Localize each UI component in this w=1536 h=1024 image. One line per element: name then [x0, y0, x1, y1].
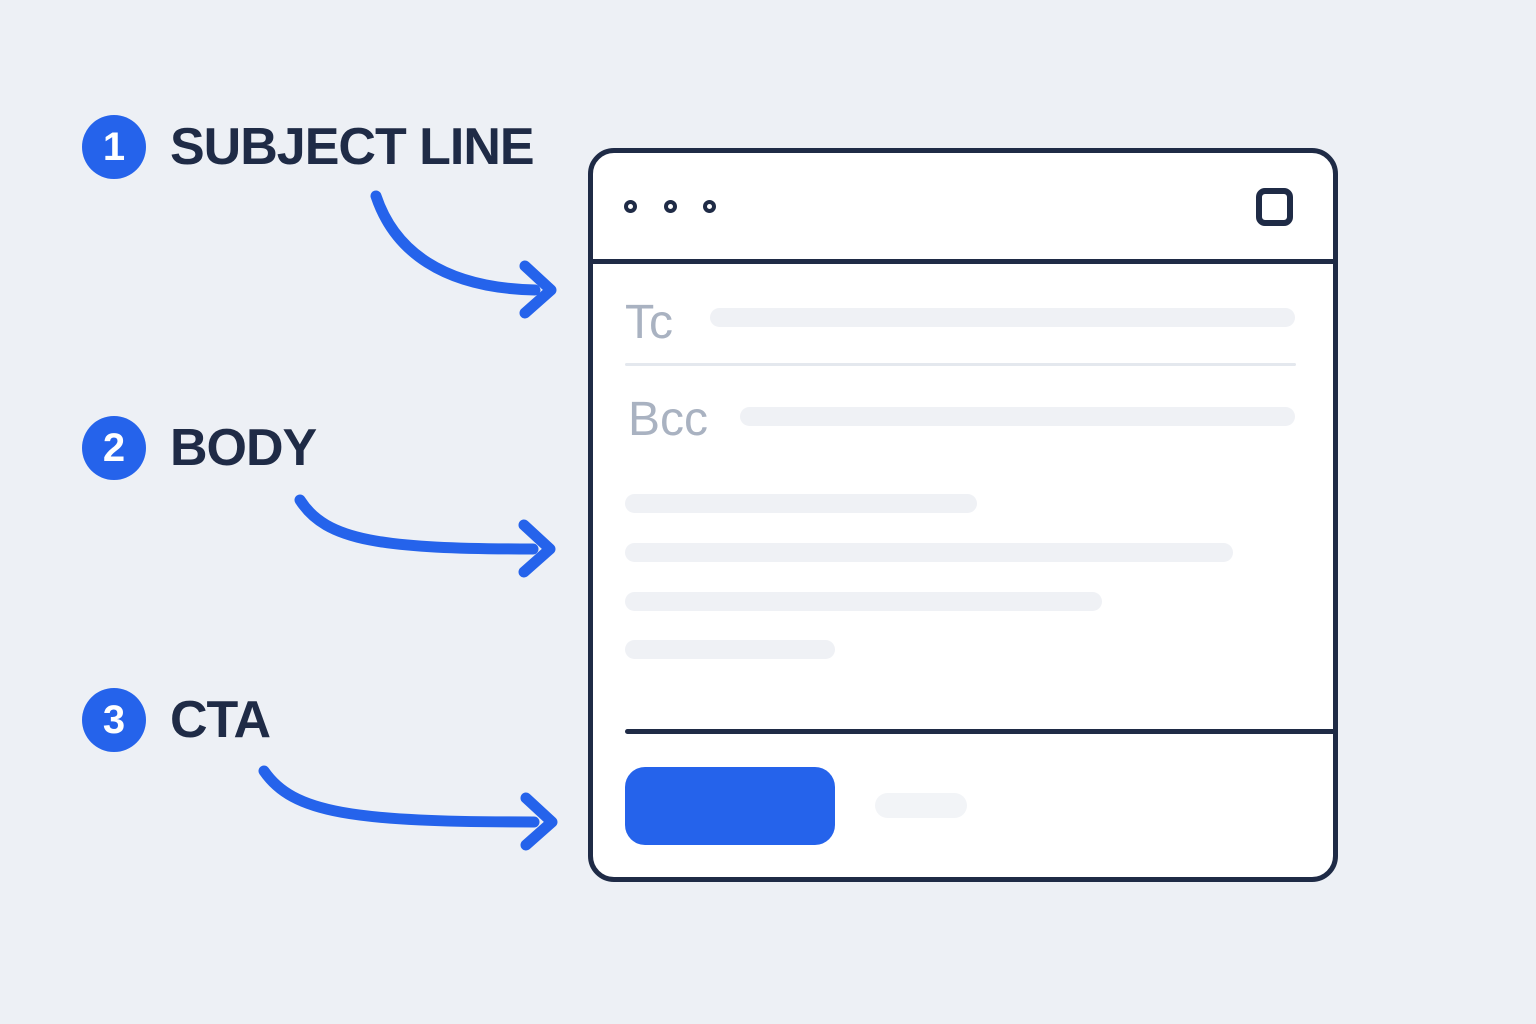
subject-line-label: SUBJECT LINE: [170, 118, 535, 176]
field-divider: [625, 363, 1296, 366]
subject-line-arrow-icon: [370, 190, 557, 319]
step-2-badge: 2: [82, 416, 146, 480]
body-label: BODY: [170, 419, 317, 477]
window-dot-icon: [624, 200, 637, 213]
step-3-number: 3: [102, 698, 126, 742]
maximize-square-icon: [1256, 188, 1293, 226]
body-line-placeholder: [625, 592, 1102, 611]
window-titlebar: [593, 153, 1333, 264]
step-3-badge: 3: [82, 688, 146, 752]
secondary-placeholder: [875, 793, 967, 818]
window-dot-icon: [703, 200, 716, 213]
cta-label: CTA: [170, 691, 271, 749]
body-line-placeholder: [625, 494, 977, 513]
step-1-number: 1: [102, 125, 126, 169]
body-line-placeholder: [625, 640, 835, 659]
step-2-number: 2: [102, 426, 126, 470]
bcc-field-label: Bcc: [628, 393, 709, 446]
email-compose-window: Tc Bcc: [588, 148, 1338, 882]
footer-divider: [625, 729, 1333, 734]
body-line-placeholder: [625, 543, 1233, 562]
annotation-body: 2 BODY: [82, 416, 317, 480]
body-arrow-icon: [294, 494, 556, 578]
window-dot-icon: [664, 200, 677, 213]
annotation-cta: 3 CTA: [82, 688, 271, 752]
to-field-placeholder: [710, 308, 1295, 327]
cta-arrow-icon: [258, 765, 558, 851]
to-field-label: Tc: [625, 296, 673, 349]
step-1-badge: 1: [82, 115, 146, 179]
bcc-field-placeholder: [740, 407, 1295, 426]
cta-button[interactable]: [625, 767, 835, 845]
annotation-subject-line: 1 SUBJECT LINE: [82, 115, 535, 179]
